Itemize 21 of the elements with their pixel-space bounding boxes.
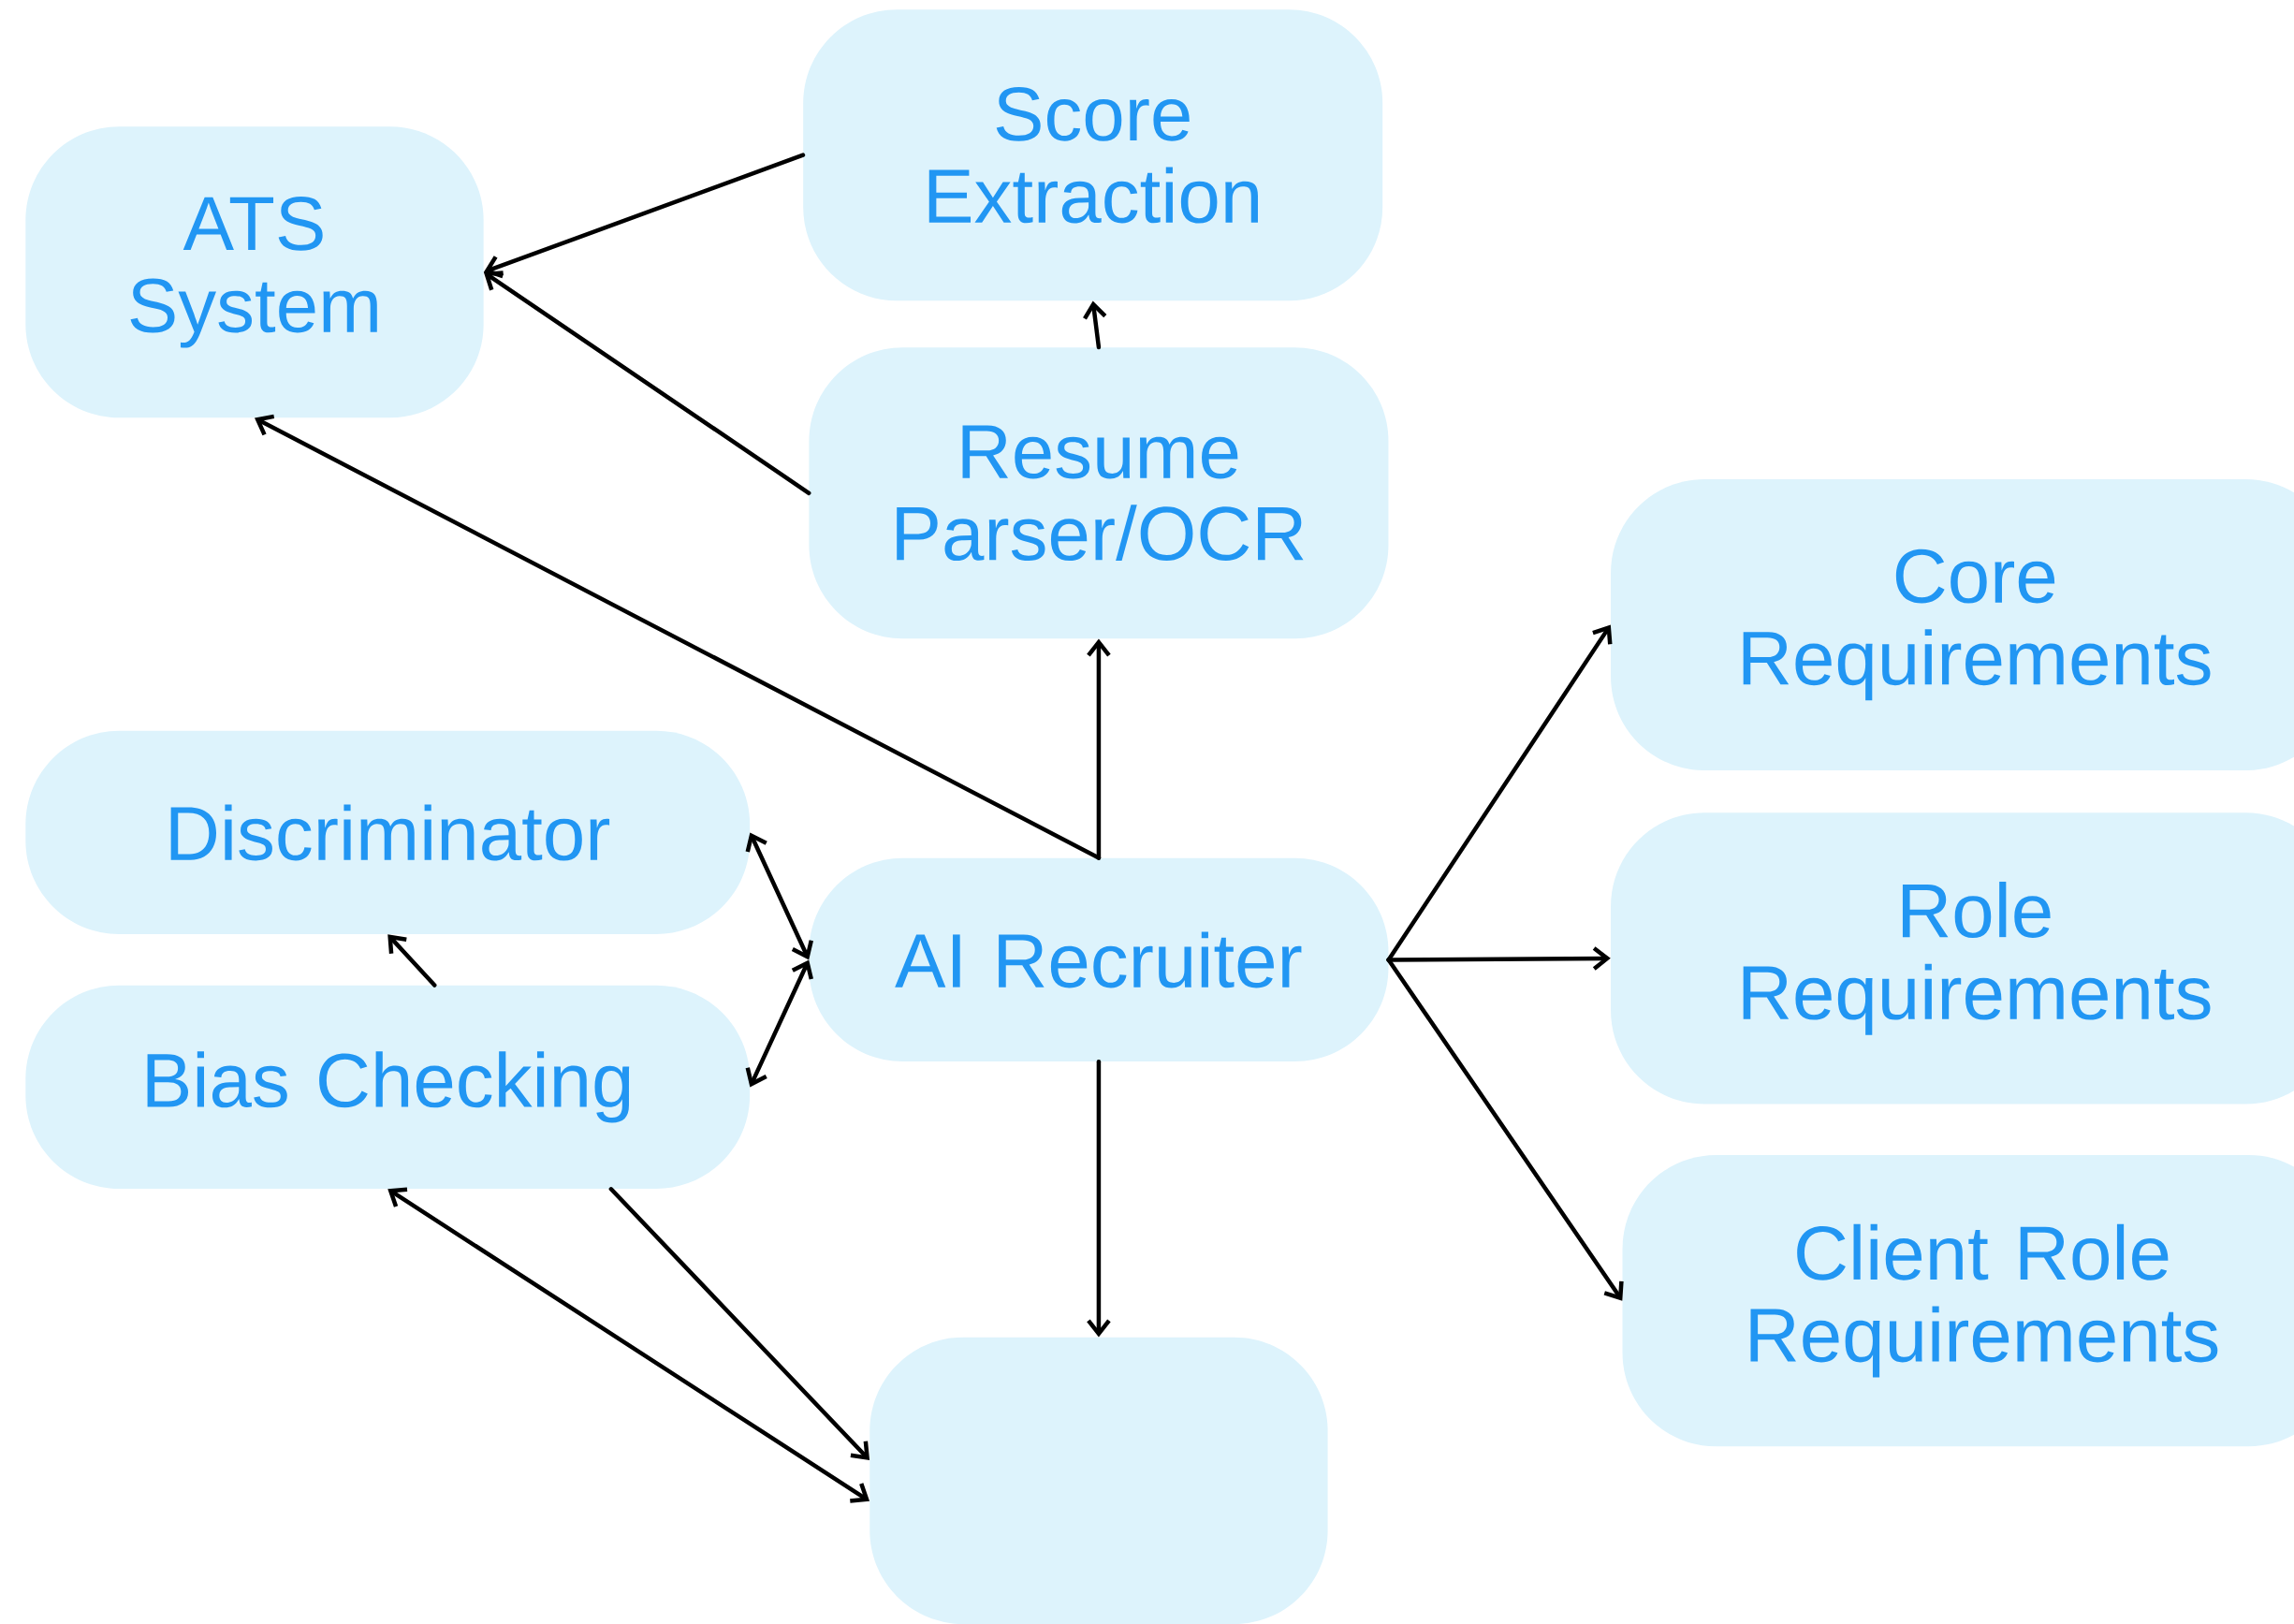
process-box: Discriminator bbox=[25, 730, 751, 935]
arrow bbox=[483, 153, 806, 279]
process-box bbox=[869, 1337, 1328, 1624]
arrow bbox=[387, 1187, 870, 1503]
process-box: ATS System bbox=[25, 126, 484, 418]
arrow bbox=[745, 959, 813, 1088]
arrow bbox=[483, 271, 811, 495]
process-box: Core Requirements bbox=[1611, 478, 2294, 770]
arrow bbox=[608, 1187, 870, 1460]
arrow bbox=[255, 414, 1102, 860]
process-box: Score Extraction bbox=[803, 9, 1383, 301]
arrow bbox=[745, 832, 813, 960]
arrow bbox=[387, 934, 437, 988]
process-box: Bias Checking bbox=[25, 985, 751, 1190]
process-box: Resume Parser/OCR bbox=[809, 347, 1389, 639]
arrow bbox=[1083, 300, 1107, 350]
process-box: Role Requirements bbox=[1611, 812, 2294, 1105]
process-box: AI Recruiter bbox=[809, 857, 1389, 1062]
arrow bbox=[1087, 1060, 1111, 1338]
arrow bbox=[1386, 958, 1624, 1301]
process-box: Client Role Requirements bbox=[1622, 1155, 2294, 1447]
